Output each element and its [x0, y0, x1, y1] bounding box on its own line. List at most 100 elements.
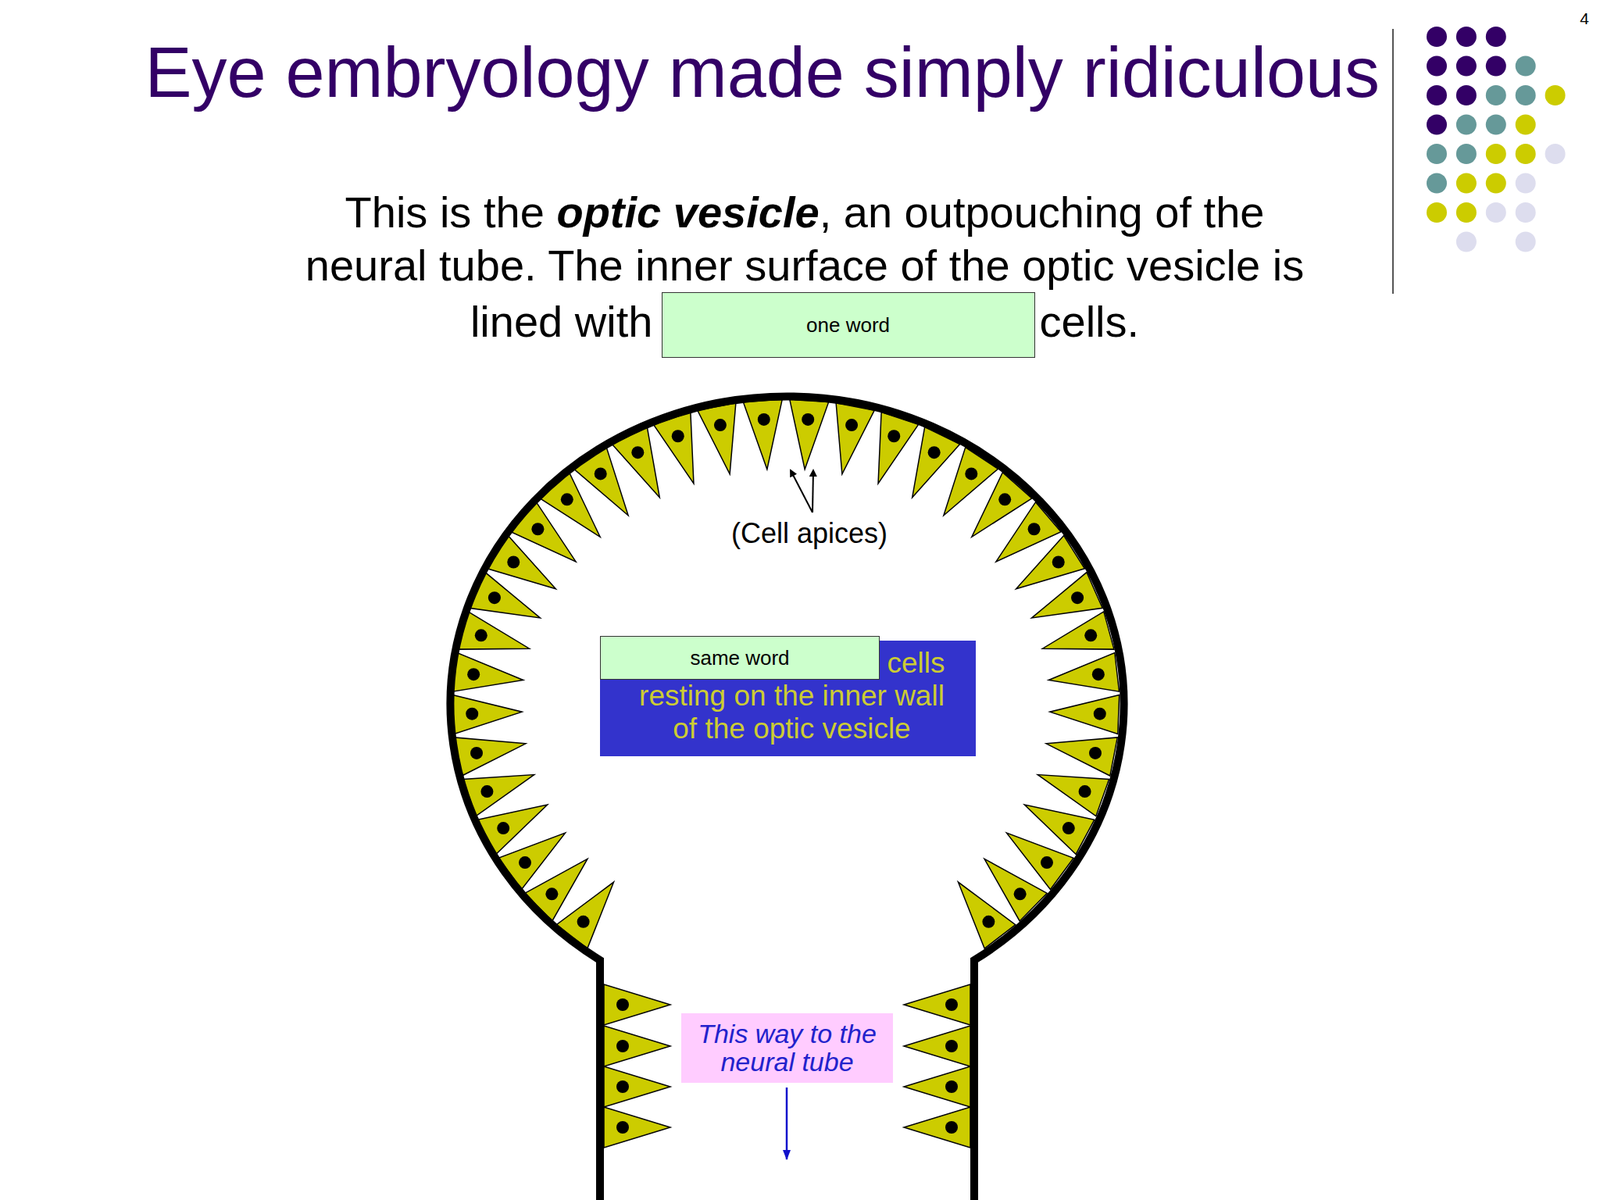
intro-text: This is the: [345, 187, 545, 237]
annotation: (Cell apices): [653, 516, 966, 551]
cell-nucleus: [616, 1039, 629, 1053]
dot-grid: [1426, 26, 1566, 253]
intro-paragraph: This is theoptic vesicle, an outpouching…: [300, 185, 1309, 358]
cell-nucleus: [1093, 707, 1107, 721]
cell-nucleus: [1084, 628, 1097, 642]
decor-dot: [1456, 85, 1477, 106]
cell-nucleus: [531, 522, 544, 536]
optic-vesicle-wall: [450, 396, 1125, 1200]
direction-text: This way to the neural tube: [689, 1019, 886, 1076]
term: optic vesicle: [556, 187, 819, 237]
cell-body: [835, 403, 875, 475]
decor-dot: [1515, 56, 1536, 77]
cell-nucleus: [560, 492, 574, 506]
slide-title: Eye embryology made simply ridiculous: [144, 37, 1380, 108]
decor-dot: [1485, 114, 1507, 136]
decor-dot: [1485, 85, 1507, 106]
cell-body: [742, 399, 783, 469]
cell-nucleus: [1062, 821, 1075, 835]
cell-nucleus: [616, 1121, 629, 1134]
answer-box: one word: [661, 292, 1036, 358]
cell-nucleus: [945, 1080, 958, 1093]
decor-dot: [1545, 85, 1566, 106]
decor-dot: [1515, 202, 1536, 223]
decor-dot: [1485, 202, 1507, 223]
cell-body: [457, 611, 529, 650]
decor-dot: [1515, 114, 1536, 136]
cell-body: [1048, 653, 1119, 693]
cell-nucleus: [1052, 555, 1065, 568]
leader-line: [812, 470, 814, 513]
cell-nucleus: [801, 413, 815, 426]
callout-box: cells resting on the inner wall of the o…: [600, 640, 976, 757]
decor-dot: [1485, 26, 1507, 47]
decor-dot: [1515, 232, 1536, 253]
cell-nucleus: [845, 418, 858, 432]
cell-nucleus: [1014, 887, 1027, 900]
direction-arrow: [785, 1087, 789, 1160]
decor-dot: [1485, 56, 1507, 77]
cell-body: [697, 403, 736, 475]
cell-body: [603, 1107, 671, 1148]
cell-nucleus: [1040, 856, 1054, 869]
decor-dot: [1456, 26, 1477, 47]
cell-nucleus: [998, 492, 1011, 506]
decor-dot: [1426, 85, 1447, 106]
decor-dot: [1426, 114, 1447, 136]
cell-body: [903, 984, 971, 1025]
decor-dot: [1426, 26, 1447, 47]
cell-nucleus: [465, 707, 479, 721]
cell-nucleus: [631, 446, 644, 459]
cell-nucleus: [518, 856, 532, 869]
decor-dot: [1485, 143, 1507, 165]
cell-nucleus: [488, 591, 501, 604]
cell-nucleus: [964, 467, 978, 480]
cell-nucleus: [1028, 522, 1041, 536]
cell-nucleus: [945, 1039, 958, 1053]
page-number: 4: [1579, 9, 1590, 29]
decor-dot: [1456, 143, 1477, 165]
cell-nucleus: [470, 746, 483, 760]
intro-text: cells.: [1039, 296, 1140, 347]
cell-nucleus: [1092, 667, 1105, 681]
cell-nucleus: [616, 1080, 629, 1093]
cell-body: [1050, 695, 1120, 735]
decor-dot: [1426, 56, 1447, 77]
decor-dot: [1426, 173, 1447, 194]
cell-nucleus: [577, 915, 590, 929]
decor-dot: [1515, 85, 1536, 106]
decor-dot: [1426, 143, 1447, 165]
cell-nucleus: [714, 418, 727, 432]
placeholder-text: one word: [668, 313, 1029, 337]
cell-body: [452, 695, 522, 735]
cell-nucleus: [1078, 785, 1092, 798]
cell-nucleus: [480, 785, 493, 798]
cell-nucleus: [616, 998, 629, 1011]
cell-nucleus: [1071, 591, 1084, 604]
cell-body: [903, 1025, 971, 1067]
cell-nucleus: [757, 413, 771, 426]
placeholder-text: same word: [605, 646, 875, 670]
leader-line: [790, 470, 813, 513]
cell-body: [603, 1066, 671, 1108]
cell-body: [878, 412, 919, 484]
decor-dot: [1545, 143, 1566, 165]
decor-dot: [1485, 173, 1507, 194]
cell-nucleus: [545, 887, 558, 900]
cell-body: [452, 653, 523, 693]
cell-body: [603, 1025, 671, 1067]
decor-dot: [1456, 202, 1477, 223]
decor-dot: [1426, 202, 1447, 223]
cell-nucleus: [594, 467, 608, 480]
decor-dot: [1456, 56, 1477, 77]
neuroepithelial-cells: [452, 399, 1119, 1148]
cell-body: [789, 399, 829, 469]
direction-box: This way to the neural tube: [681, 1013, 893, 1083]
cell-nucleus: [467, 667, 480, 681]
decor-dot: [1515, 143, 1536, 165]
cell-nucleus: [475, 628, 488, 642]
decor-dot: [1456, 173, 1477, 194]
cell-body: [903, 1107, 971, 1148]
divider-line: [1392, 28, 1394, 294]
